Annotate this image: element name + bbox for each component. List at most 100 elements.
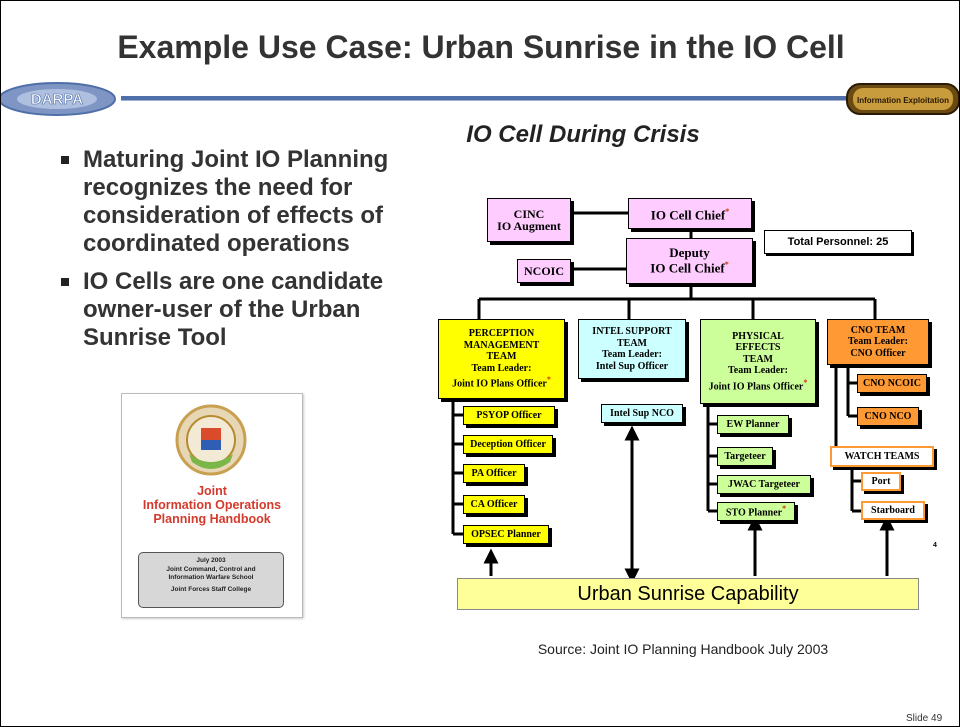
box-label: PERCEPTION xyxy=(468,328,535,340)
darpa-logo-text: DARPA xyxy=(31,91,83,108)
box-label: IO Augment xyxy=(497,219,561,233)
box-label: IO Cell Chief* xyxy=(651,206,729,221)
box-label: OPSEC Planner xyxy=(471,528,541,540)
cno-team-header-box: CNO TEAM Team Leader: CNO Officer xyxy=(827,319,929,365)
starboard-box: Starboard xyxy=(861,501,925,520)
box-label: WATCH TEAMS xyxy=(844,450,920,462)
college-seal-icon xyxy=(175,404,247,476)
box-label: CNO Officer xyxy=(850,347,906,359)
box-label: CA Officer xyxy=(470,498,518,510)
intel-support-team-box: INTEL SUPPORT TEAM Team Leader: Intel Su… xyxy=(578,319,686,379)
box-label: Team Leader: xyxy=(602,349,662,360)
box-label: Targeteer xyxy=(724,450,766,462)
star-mark: * xyxy=(803,377,808,387)
header-rule xyxy=(121,96,846,101)
pa-officer-box: PA Officer xyxy=(463,464,525,483)
bullet-item: Maturing Joint IO Planning recognizes th… xyxy=(61,146,413,258)
box-label: Deputy xyxy=(669,245,710,261)
handbook-title-line: Planning Handbook xyxy=(153,512,271,526)
star-mark: * xyxy=(724,260,729,270)
box-label: Intel Sup NCO xyxy=(610,407,674,419)
ca-officer-box: CA Officer xyxy=(463,495,525,514)
darpa-logo: DARPA xyxy=(1,82,116,116)
box-label: TEAM xyxy=(743,353,773,365)
chief-label: IO Cell Chief xyxy=(650,207,726,223)
io-cell-chief-box: IO Cell Chief* xyxy=(628,198,752,229)
box-label: IO Cell Chief* xyxy=(650,259,728,274)
box-label: Starboard xyxy=(871,504,915,516)
watch-teams-box: WATCH TEAMS xyxy=(830,446,934,467)
psyop-officer-box: PSYOP Officer xyxy=(463,406,555,425)
handbook-title-line: Joint xyxy=(197,484,227,498)
box-label: NCOIC xyxy=(523,264,564,278)
box-label: CINC xyxy=(513,207,545,221)
ix-logo-text: Information Exploitation xyxy=(857,96,949,105)
cinc-io-augment-box: CINC IO Augment xyxy=(487,198,571,242)
box-label: Team Leader: xyxy=(848,336,908,348)
box-label: PSYOP Officer xyxy=(476,409,542,421)
handbook-title: Joint Information Operations Planning Ha… xyxy=(122,484,302,526)
information-exploitation-logo: Information Exploitation xyxy=(846,83,959,115)
bullet-list: Maturing Joint IO Planning recognizes th… xyxy=(61,146,413,362)
deception-officer-box: Deception Officer xyxy=(463,435,553,454)
box-label: PA Officer xyxy=(471,467,517,479)
sto-planner-box: STO Planner* xyxy=(717,502,795,521)
box-label: PHYSICAL xyxy=(732,330,784,342)
deputy-label: IO Cell Chief xyxy=(650,260,725,276)
handbook-date: July 2003 xyxy=(196,557,226,564)
star-mark: * xyxy=(546,375,551,385)
handbook-cover-image: Joint Information Operations Planning Ha… xyxy=(121,393,303,618)
intel-sup-nco-box: Intel Sup NCO xyxy=(601,404,683,423)
box-label: TEAM xyxy=(617,337,647,349)
physical-effects-team-box: PHYSICAL EFFECTS TEAM Team Leader: Joint… xyxy=(700,319,816,404)
bullet-square-icon xyxy=(61,278,69,286)
box-label: Joint IO Plans Officer* xyxy=(452,374,551,390)
box-label: CNO TEAM xyxy=(850,324,906,336)
box-label: CNO NCOIC xyxy=(862,377,922,389)
leader-label: Joint IO Plans Officer xyxy=(708,380,804,392)
box-label: EFFECTS xyxy=(735,342,781,354)
port-box: Port xyxy=(861,472,901,491)
ew-planner-box: EW Planner xyxy=(717,415,789,434)
star-mark: * xyxy=(725,206,730,216)
ncoic-box: NCOIC xyxy=(517,259,571,283)
urban-sunrise-capability-bar: Urban Sunrise Capability xyxy=(457,578,919,610)
slide-title: Example Use Case: Urban Sunrise in the I… xyxy=(117,29,845,65)
box-label: Intel Sup Officer xyxy=(595,360,669,372)
box-label: CNO NCO xyxy=(864,410,912,422)
box-label: MANAGEMENT xyxy=(463,339,540,351)
handbook-info-box: July 2003 Joint Command, Control and Inf… xyxy=(138,552,284,608)
jwac-targeteer-box: JWAC Targeteer xyxy=(717,475,811,494)
bullet-square-icon xyxy=(61,156,69,164)
bullet-text: IO Cells are one candidate owner-user of… xyxy=(83,268,384,351)
box-label: INTEL SUPPORT xyxy=(592,326,672,337)
handbook-info-line: Joint Command, Control and xyxy=(166,565,256,573)
handbook-info-line: Joint Forces Staff College xyxy=(170,585,252,593)
cno-ncoic-box: CNO NCOIC xyxy=(857,374,927,393)
star-mark: * xyxy=(782,504,787,514)
box-label: Team Leader: xyxy=(471,362,532,374)
deputy-io-cell-chief-box: Deputy IO Cell Chief* xyxy=(626,238,753,284)
handbook-info-line: Information Warfare School xyxy=(168,574,254,581)
box-label: JWAC Targeteer xyxy=(728,478,800,490)
perception-management-team-box: PERCEPTION MANAGEMENT TEAM Team Leader: … xyxy=(438,319,565,399)
source-caption: Source: Joint IO Planning Handbook July … xyxy=(537,641,829,657)
box-label: EW Planner xyxy=(726,418,780,430)
box-label: TEAM xyxy=(486,351,517,363)
sto-label: STO Planner xyxy=(725,507,783,519)
box-label: Deception Officer xyxy=(470,438,546,450)
opsec-planner-box: OPSEC Planner xyxy=(463,525,549,544)
bullet-text: Maturing Joint IO Planning recognizes th… xyxy=(83,146,389,257)
total-personnel-box: Total Personnel: 25 xyxy=(764,230,912,254)
box-label: Port xyxy=(871,475,891,487)
cno-nco-box: CNO NCO xyxy=(857,407,919,426)
handbook-title-line: Information Operations xyxy=(142,498,282,512)
box-label: Joint IO Plans Officer* xyxy=(709,377,808,393)
org-chart-title: IO Cell During Crisis xyxy=(466,121,700,148)
bullet-item: IO Cells are one candidate owner-user of… xyxy=(61,268,413,352)
box-label: Team Leader: xyxy=(728,365,788,377)
slide-number: Slide 49 xyxy=(906,713,943,724)
targeteer-box: Targeteer xyxy=(717,447,773,466)
leader-label: Joint IO Plans Officer xyxy=(452,378,547,390)
